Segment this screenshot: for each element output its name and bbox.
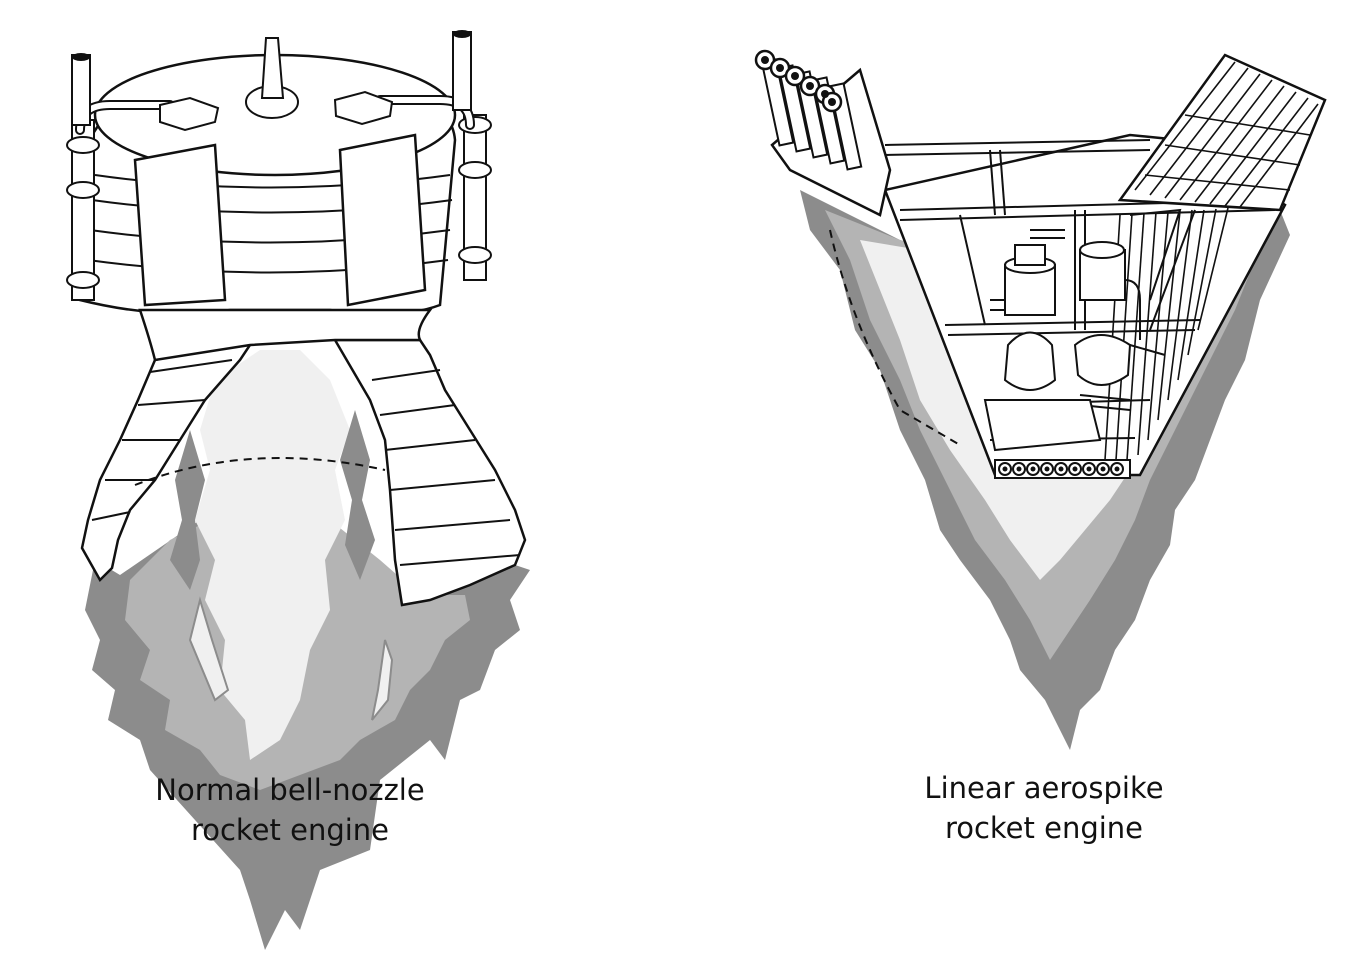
bell-body-panel-right <box>338 133 427 307</box>
bell-throat <box>138 308 433 362</box>
aerospike-base-panel <box>983 399 1102 452</box>
linear-aerospike-engine-illustration <box>754 49 1327 750</box>
bell-nozzle-dashed-contour <box>134 457 386 486</box>
bell-exhaust-stack-right <box>452 30 472 111</box>
aerospike-turbopump-right <box>1073 241 1132 386</box>
bell-nozzle-left-half <box>80 343 253 583</box>
bell-plume-streak-a <box>188 596 230 702</box>
bell-center-cone <box>260 37 285 99</box>
aerospike-nozzle-tubes <box>754 49 892 217</box>
caption-aero-line-1: Linear aerospike <box>924 771 1164 805</box>
bell-side-pipe-right <box>458 114 492 281</box>
aerospike-upper-ramp <box>1117 53 1327 212</box>
bell-nozzle-right-half <box>332 338 527 607</box>
bell-nozzle-rings-right <box>371 369 521 566</box>
bell-nozzle-engine-illustration <box>66 30 530 950</box>
caption-linear-aerospike: Linear aerospike rocket engine <box>834 768 1254 848</box>
aerospike-bottom-nozzle-row <box>994 459 1131 479</box>
bell-side-pipe-left <box>66 119 100 301</box>
aerospike-piping <box>990 229 1166 411</box>
bell-body-panel-left <box>133 143 227 307</box>
bell-nozzle-rings-left <box>91 359 233 521</box>
caption-bell-nozzle: Normal bell-nozzle rocket engine <box>80 770 500 850</box>
caption-bell-line-1: Normal bell-nozzle <box>155 773 425 807</box>
aerospike-dashed-contour <box>829 229 961 446</box>
caption-bell-line-2: rocket engine <box>190 813 390 847</box>
bell-valve-box-left <box>159 96 220 132</box>
bell-plume-streak-right <box>340 410 375 580</box>
bell-plume-streak-b <box>371 639 394 721</box>
bell-valve-box-right <box>333 90 394 126</box>
bell-plume-core <box>195 350 350 760</box>
aerospike-turbopump-left <box>1003 244 1057 391</box>
bell-exhaust-stack-left <box>71 53 91 126</box>
caption-aero-line-2: rocket engine <box>944 811 1144 845</box>
